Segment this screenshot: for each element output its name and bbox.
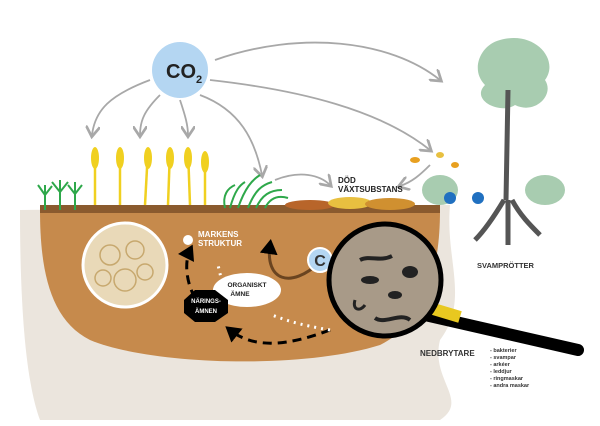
organic-label-1: ORGANISKT [228,282,267,289]
nutrients-label-1: NÄRINGS- [191,298,221,305]
seedlings [37,180,83,210]
soil-structure-label-2: STRUKTUR [198,239,242,248]
fungal-roots-label: SVAMPRÖTTER [477,261,535,270]
decomposer-item: - ringmaskar [490,376,524,382]
organic-structure-arrow [216,264,224,283]
nutrients-octagon [184,290,228,322]
wheat-plants [91,147,209,206]
decomposers-label: NEDBRYTARE [420,349,475,358]
nutrients-label-2: ÄMNEN [195,308,217,315]
decomposer-item: - andra maskar [490,383,530,389]
carbon-cycle-arrow [259,239,322,280]
magnifier-handle [419,309,584,356]
soil-organisms [352,254,418,323]
dead-leaves [285,152,459,210]
co2-label: CO [166,61,196,83]
svg-text:CO2: CO2 [166,61,202,86]
carbon-label: C [314,253,326,270]
decomposer-item: - leddjur [490,369,513,375]
soil-aggregate-circle [81,221,169,309]
organic-label-2: ÄMNE [230,290,250,298]
dead-matter-label-1: DÖD [338,176,356,185]
grass [223,174,289,209]
shrubs [422,175,565,205]
nutrient-arrow [225,326,331,345]
tree [473,38,550,245]
co2-arrows [92,41,440,186]
organic-matter-bubble [213,273,281,307]
organic-arrow [271,313,331,332]
decomposer-item: - bakterier [490,348,517,354]
decomposer-item: - svampar [490,355,517,361]
soil-surface [40,205,440,213]
dead-matter-label-2: VÄXTSUBSTANS [338,185,403,194]
co2-subscript: 2 [196,74,202,86]
decomposer-item: - arkéer [490,362,511,368]
decomposer-list: - bakterier - svampar - arkéer - leddjur… [490,348,530,389]
soil-structure-label-1: MARKENS [198,230,239,239]
co2-circle [152,42,208,98]
